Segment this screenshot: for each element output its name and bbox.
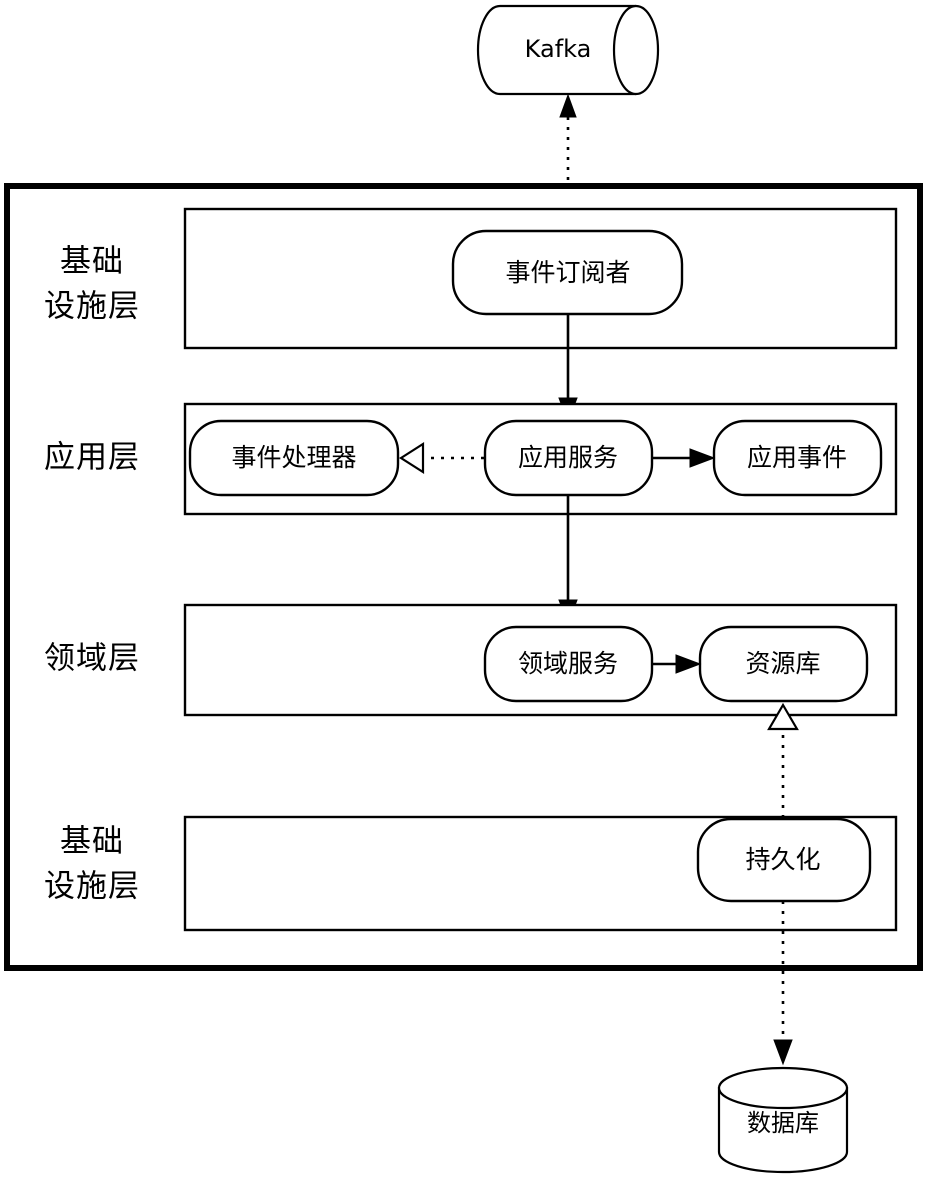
layer-infrastructure-top[interactable]: 基础 设施层 事件订阅者 — [44, 207, 898, 350]
kafka-label: Kafka — [525, 35, 592, 63]
node-shape — [188, 419, 400, 497]
arrowhead-right-icon — [689, 448, 716, 468]
node-event-handler[interactable]: 事件处理器 — [188, 419, 400, 497]
arrowhead-right-icon — [675, 654, 702, 674]
node-label: 事件处理器 — [231, 443, 356, 472]
edge-persistence-to-repository — [767, 702, 799, 818]
node-application-service[interactable]: 应用服务 — [483, 419, 654, 497]
node-application-event[interactable]: 应用事件 — [712, 419, 883, 497]
edge-domainservice-to-repository — [653, 654, 702, 674]
layer-label-line-2: 设施层 — [44, 289, 140, 325]
node-shape — [483, 625, 654, 703]
arrowhead-up-icon — [559, 93, 577, 118]
node-label: 事件订阅者 — [505, 258, 630, 287]
layer-label-line-1: 基础 — [60, 824, 124, 860]
hollow-triangle-up-icon — [767, 702, 799, 731]
kafka-cylinder-cap — [612, 4, 637, 96]
layer-label-line-2: 设施层 — [44, 869, 140, 905]
layer-application[interactable]: 应用层 事件处理器 应用服务 应用事件 — [44, 402, 898, 516]
node-label: 领域服务 — [518, 649, 618, 678]
node-label: 应用事件 — [747, 443, 847, 472]
node-label: 持久化 — [745, 845, 820, 874]
node-domain-service[interactable]: 领域服务 — [483, 625, 654, 703]
node-label: 应用服务 — [518, 443, 618, 472]
edge-persistence-to-database — [773, 901, 793, 1066]
node-persistence[interactable]: 持久化 — [696, 817, 872, 903]
database-cylinder-top — [717, 1066, 849, 1110]
layer-label-line-1: 基础 — [60, 244, 124, 280]
edge-appservice-to-handler — [398, 441, 484, 475]
edge-appservice-to-appevent — [653, 448, 716, 468]
database-label: 数据库 — [747, 1109, 819, 1137]
database-cylinder-body — [717, 1086, 849, 1174]
node-event-subscriber[interactable]: 事件订阅者 — [451, 229, 684, 316]
external-store-kafka[interactable]: Kafka — [476, 4, 660, 96]
layer-label-line-1: 应用层 — [44, 440, 140, 476]
node-label: 资源库 — [745, 649, 820, 678]
layer-domain[interactable]: 领域层 领域服务 资源库 — [44, 603, 898, 717]
external-store-database[interactable]: 数据库 — [717, 1066, 849, 1174]
layer-label-line-1: 领域层 — [44, 641, 140, 677]
layer-infrastructure-bottom[interactable]: 基础 设施层 持久化 — [44, 815, 898, 932]
arrowhead-down-icon — [773, 1039, 793, 1066]
hollow-triangle-left-icon — [398, 441, 425, 475]
node-repository[interactable]: 资源库 — [698, 625, 869, 703]
